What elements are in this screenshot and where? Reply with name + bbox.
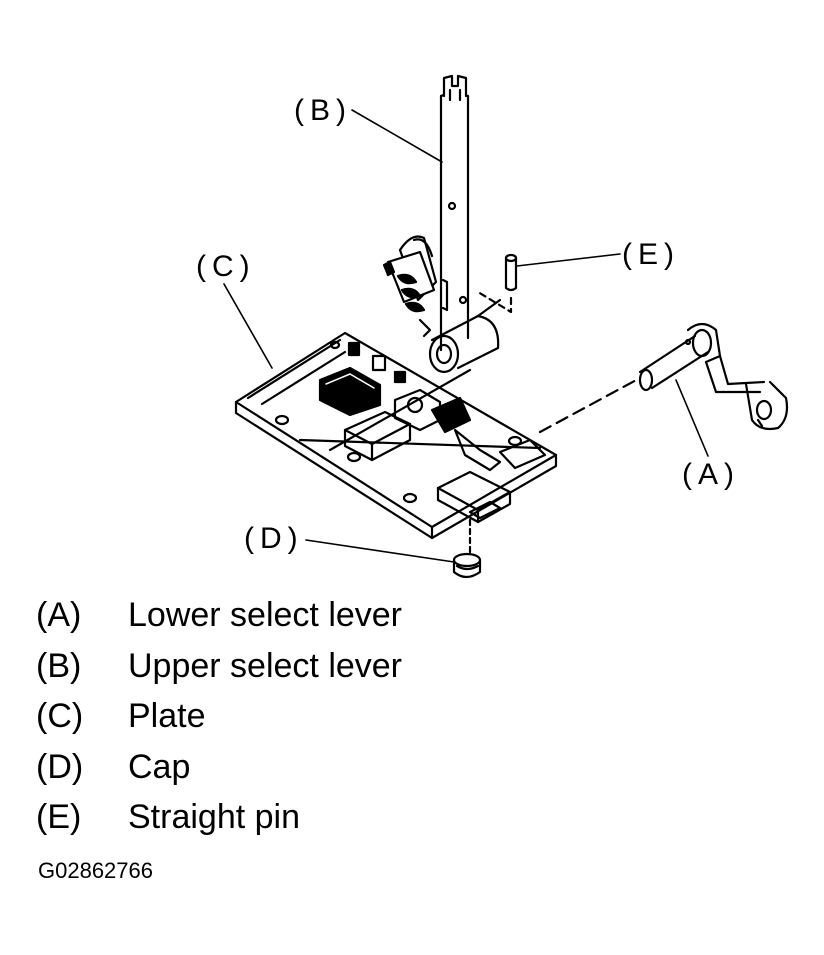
figure-id: G02862766	[38, 858, 153, 883]
legend-text: Cap	[128, 747, 191, 786]
legend-text: Lower select lever	[128, 596, 403, 634]
cap-part	[452, 518, 482, 579]
callout-label-e: (E)	[622, 238, 680, 271]
callout-label-d: (D)	[244, 522, 304, 555]
callout-label-a: (A)	[682, 458, 740, 491]
legend-row-c: (C) Plate	[36, 691, 796, 742]
callout-label-b: (B)	[294, 94, 352, 127]
leader-lines	[223, 109, 709, 563]
plate-part	[234, 331, 558, 540]
legend-key: (A)	[36, 596, 82, 634]
upper-select-lever-part	[382, 74, 502, 374]
legend-key: (D)	[36, 747, 84, 786]
exploded-view-illustration	[223, 74, 789, 579]
legend-row-b: (B) Upper select lever	[36, 641, 796, 692]
parts-legend: (A) Lower select lever (B) Upper select …	[36, 590, 796, 843]
legend-key: (B)	[36, 646, 82, 685]
legend-row-e: (E) Straight pin	[36, 792, 796, 843]
legend-row-d: (D) Cap	[36, 742, 796, 793]
legend-key: (E)	[36, 798, 82, 836]
callout-label-c: (C)	[196, 250, 256, 283]
legend-text: Upper select lever	[128, 646, 403, 685]
legend-text: Plate	[128, 697, 206, 735]
straight-pin-part	[476, 253, 518, 314]
legend-row-a: (A) Lower select lever	[36, 590, 796, 641]
lower-select-lever-part	[538, 322, 789, 434]
legend-text: Straight pin	[128, 798, 300, 836]
legend-key: (C)	[36, 697, 84, 735]
